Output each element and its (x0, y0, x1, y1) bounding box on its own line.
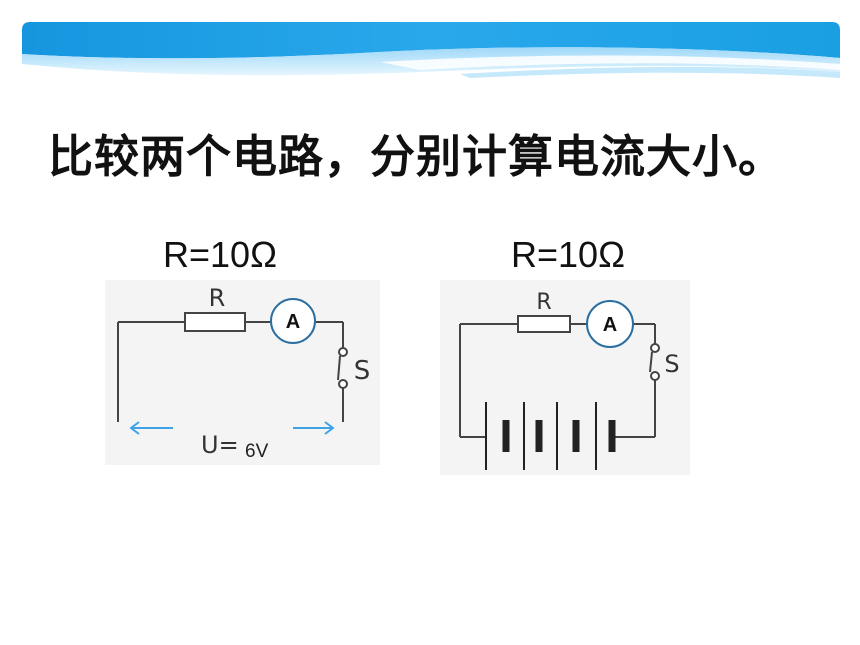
switch-terminal-bottom (650, 371, 660, 381)
switch-terminal-bottom (338, 379, 348, 389)
switch-terminal-top (338, 347, 348, 357)
voltage-value: 6V (245, 441, 269, 462)
circuit-diagram-right: A R S (440, 280, 690, 475)
switch-symbol: S (354, 356, 371, 386)
switch-blade (649, 351, 653, 373)
switch-terminal-top (650, 343, 660, 353)
switch-blade (337, 355, 341, 381)
ammeter-left (270, 298, 316, 344)
page-title: 比较两个电路，分别计算电流大小。 (48, 130, 785, 183)
resistance-label-right: R=10Ω (511, 234, 625, 275)
header-banner (22, 22, 840, 78)
voltage-symbol: U= (201, 431, 239, 459)
switch-symbol: S (664, 350, 679, 378)
ammeter-symbol: A (603, 314, 617, 336)
ammeter-right (586, 300, 634, 348)
resistance-label-left: R=10Ω (163, 234, 277, 275)
ammeter-symbol: A (286, 311, 300, 333)
resistor-left (184, 312, 246, 332)
resistor-right (517, 315, 571, 333)
circuit-diagram-left: A R S U= 6V (105, 280, 380, 465)
resistor-symbol: R (536, 290, 551, 315)
resistor-symbol: R (209, 284, 226, 312)
